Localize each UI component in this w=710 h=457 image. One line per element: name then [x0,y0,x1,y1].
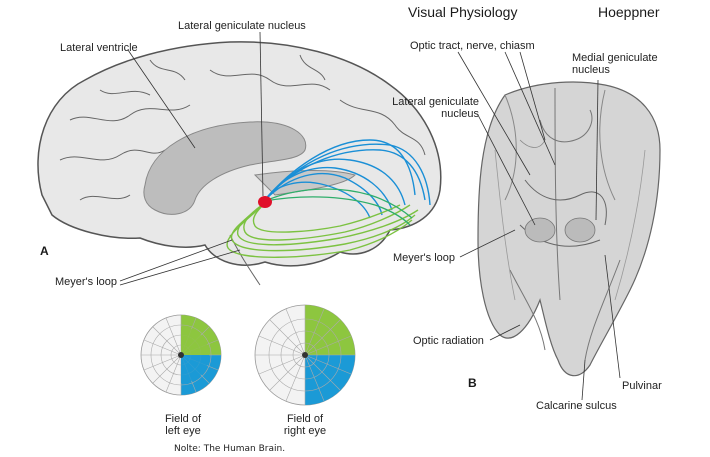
label-lateral-geniculate-nucleus: Lateral geniculate nucleus [178,20,306,32]
image-credit: Nolte: The Human Brain. [174,444,286,454]
label-lateral-geniculate-b: Lateral geniculate nucleus [392,96,479,120]
lateral-ventricle-shape [143,121,307,215]
label-pulvinar: Pulvinar [622,380,662,392]
right-eye-visual-field [254,304,356,406]
label-meyers-loop-a: Meyer's loop [55,276,118,288]
header-author: Hoeppner [598,4,660,20]
optic-radiation-lower-fibers [226,202,419,258]
label-calcarine-sulcus: Calcarine sulcus [536,400,617,412]
panel-b-letter: B [468,376,477,390]
label-field-left-eye: Field of left eye [164,413,202,437]
label-medial-geniculate: Medial geniculate nucleus [572,52,658,76]
header-title: Visual Physiology [408,4,518,20]
lateral-geniculate-nucleus-marker [258,196,272,208]
label-meyers-loop-b: Meyer's loop [393,252,456,264]
label-optic-radiation: Optic radiation [413,335,484,347]
optic-radiation-mid-fibers [264,188,413,226]
label-lateral-ventricle: Lateral ventricle [60,42,138,54]
label-optic-tract: Optic tract, nerve, chiasm [410,40,535,52]
left-eye-visual-field [140,314,222,396]
brain-horizontal-section [477,81,661,377]
label-field-right-eye: Field of right eye [283,413,327,437]
panel-a-letter: A [40,244,49,258]
optic-radiation-upper-fibers [264,139,431,219]
